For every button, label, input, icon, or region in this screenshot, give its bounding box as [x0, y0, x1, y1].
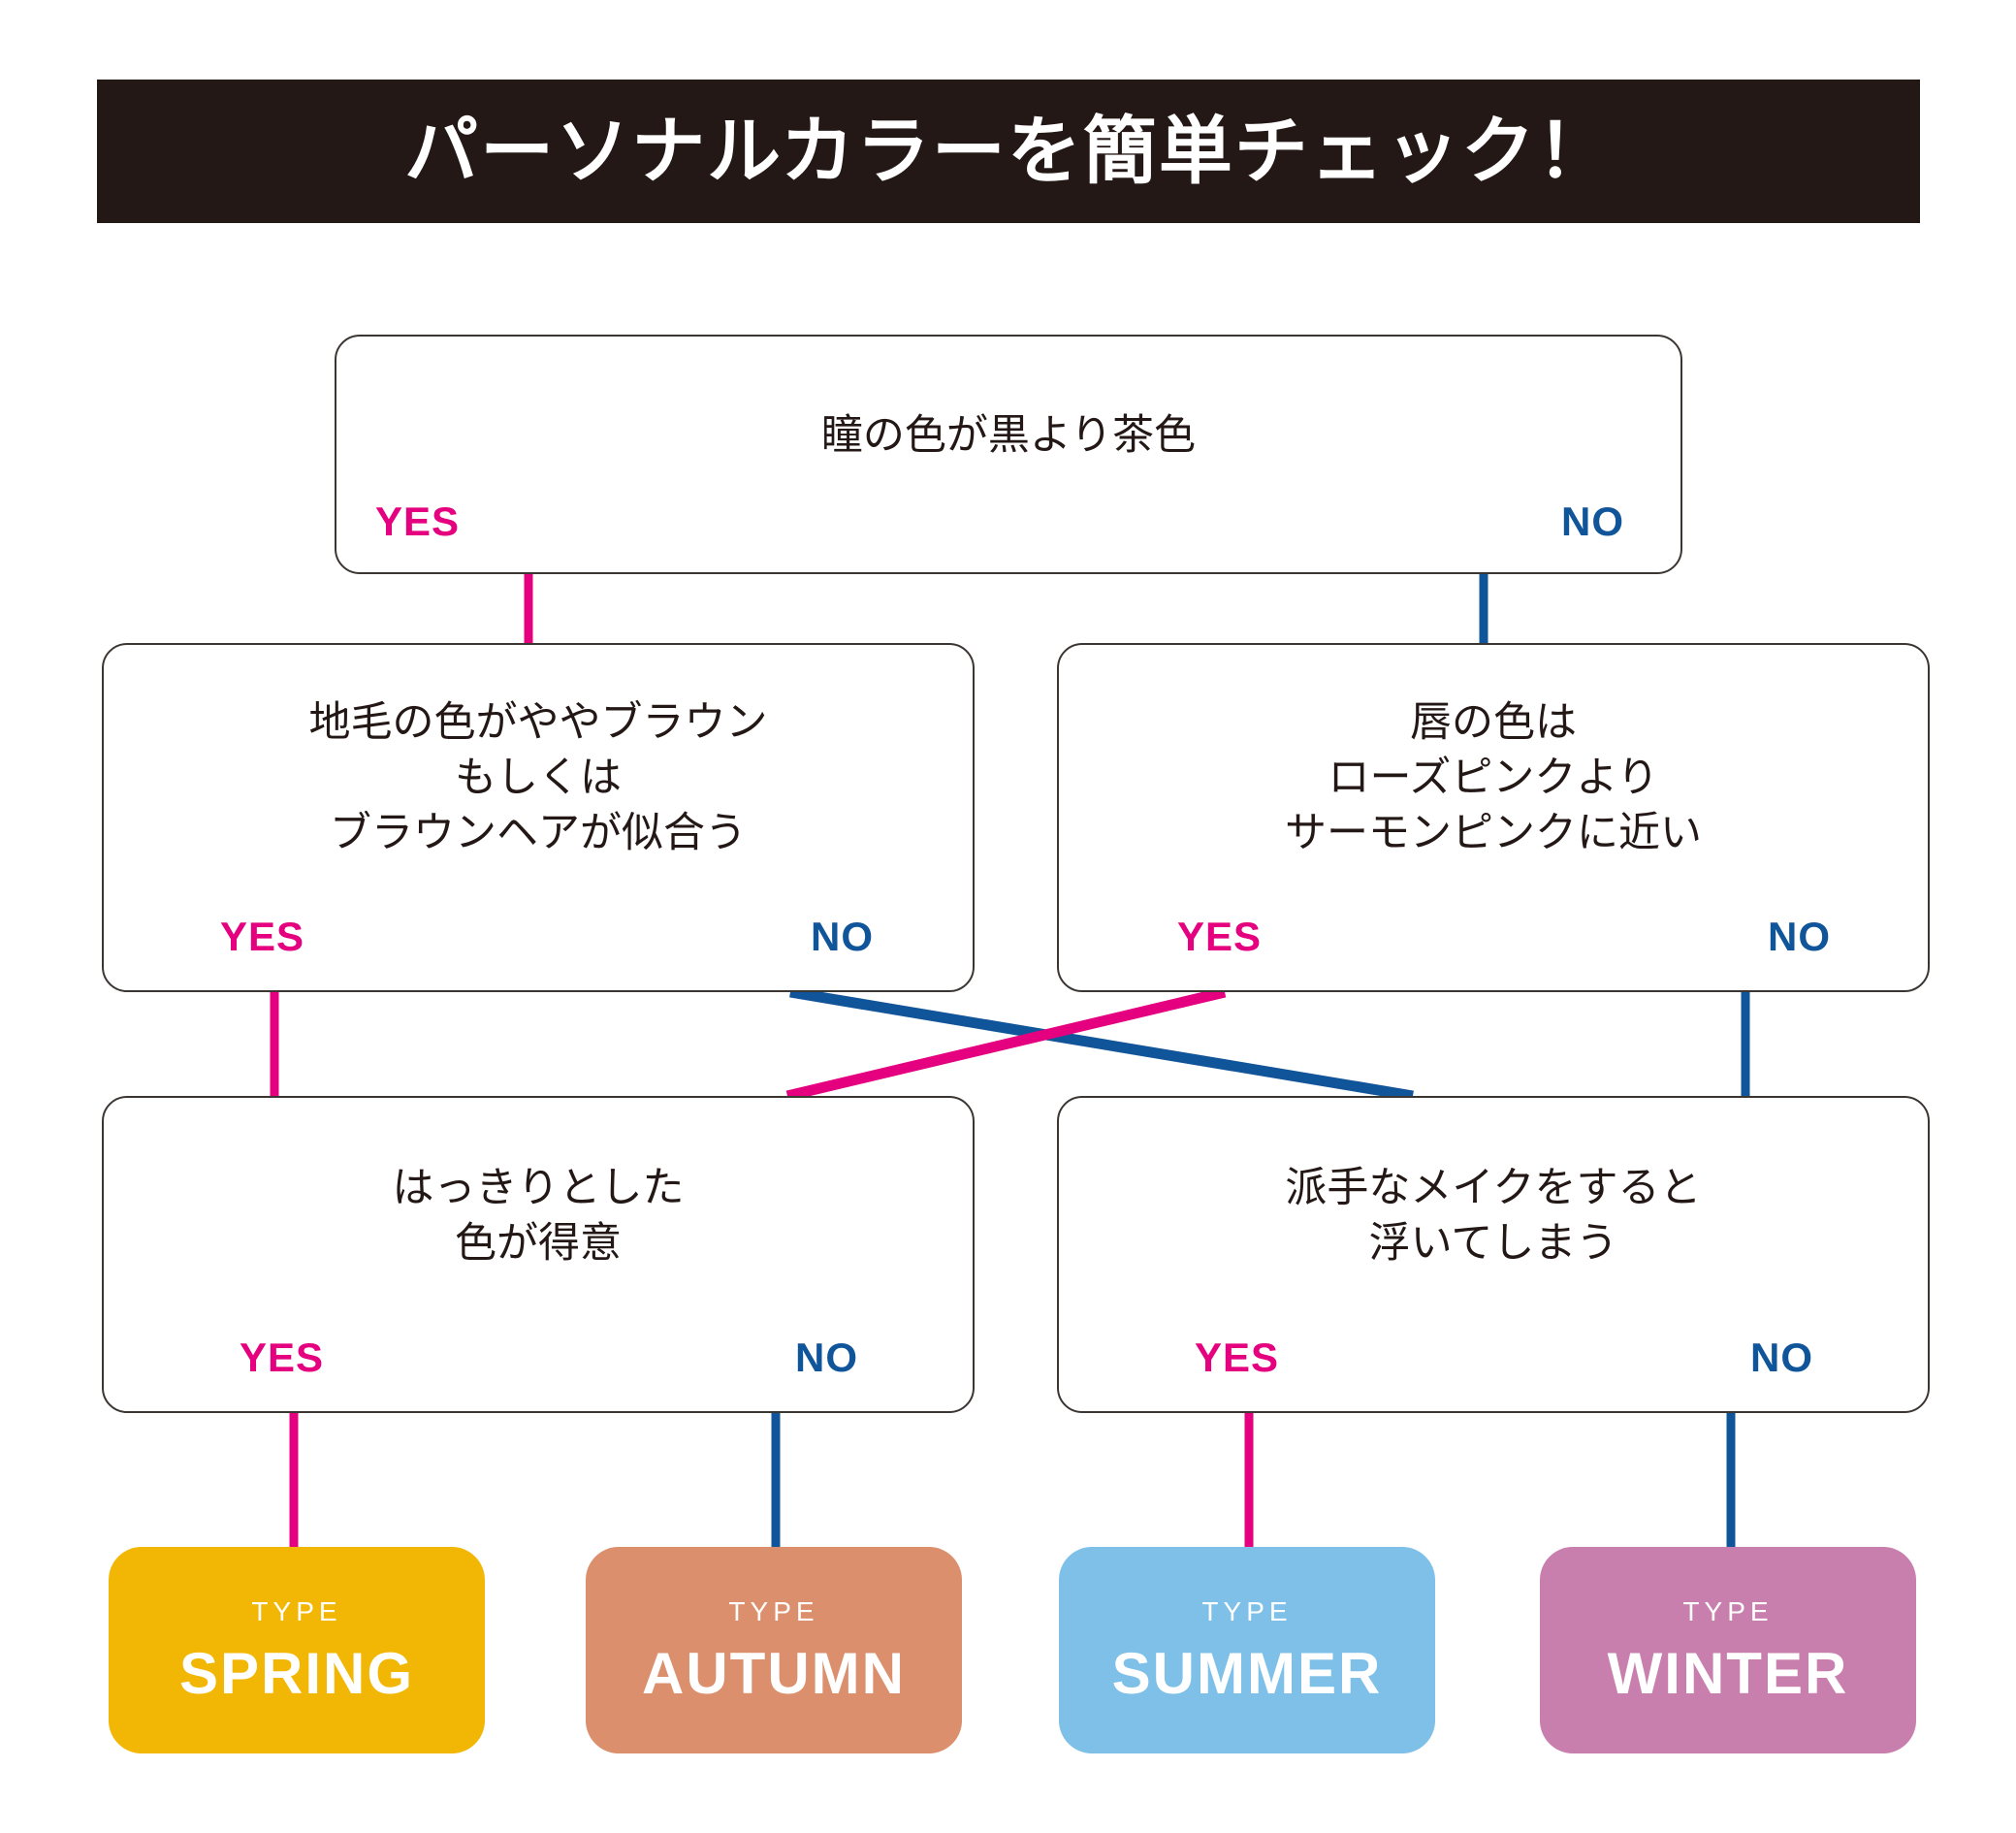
- result-name-summer: SUMMER: [1111, 1640, 1383, 1706]
- result-kicker-winter: TYPE: [1682, 1595, 1774, 1626]
- answer-label-q2-no[interactable]: NO: [811, 914, 874, 959]
- answer-label-q4-yes[interactable]: YES: [240, 1335, 325, 1380]
- answer-label-q5-yes[interactable]: YES: [1195, 1335, 1280, 1380]
- result-chip-summer[interactable]: TYPE SUMMER: [1059, 1547, 1435, 1753]
- page-title-banner: パーソナルカラーを簡単チェック！: [97, 80, 1920, 223]
- result-kicker-spring: TYPE: [251, 1595, 342, 1626]
- answer-label-q3-no[interactable]: NO: [1768, 914, 1831, 959]
- question-text-lip-color: 唇の色は ローズピンクより サーモンピンクに近い: [1285, 698, 1702, 858]
- wire-q3-yes: [785, 986, 1227, 1102]
- result-name-autumn: AUTUMN: [642, 1640, 906, 1706]
- answer-label-q1-no[interactable]: NO: [1561, 498, 1624, 544]
- question-box-bold-makeup[interactable]: 派手なメイクをすると 浮いてしまう YES NO: [1057, 1096, 1930, 1413]
- result-chip-winter[interactable]: TYPE WINTER: [1540, 1547, 1916, 1753]
- result-name-spring: SPRING: [178, 1640, 415, 1706]
- question-box-eye-color[interactable]: 瞳の色が黒より茶色 YES NO: [335, 335, 1682, 574]
- answer-label-q3-yes[interactable]: YES: [1177, 914, 1263, 959]
- answer-label-q2-yes[interactable]: YES: [220, 914, 305, 959]
- answer-label-q4-no[interactable]: NO: [795, 1335, 858, 1380]
- result-kicker-summer: TYPE: [1201, 1595, 1293, 1626]
- answer-label-q5-no[interactable]: NO: [1750, 1335, 1813, 1380]
- question-text-bold-makeup: 派手なメイクをすると 浮いてしまう: [1285, 1164, 1702, 1269]
- question-text-eye-color: 瞳の色が黒より茶色: [820, 411, 1197, 460]
- result-chip-autumn[interactable]: TYPE AUTUMN: [586, 1547, 962, 1753]
- question-text-hair-color: 地毛の色がややブラウン もしくは ブラウンヘアが似合う: [308, 698, 768, 858]
- question-text-vivid-colors: はっきりとした 色が得意: [392, 1164, 685, 1269]
- answer-label-q1-yes[interactable]: YES: [375, 498, 461, 544]
- result-name-winter: WINTER: [1607, 1640, 1849, 1706]
- question-box-hair-color[interactable]: 地毛の色がややブラウン もしくは ブラウンヘアが似合う YES NO: [102, 643, 975, 992]
- question-box-vivid-colors[interactable]: はっきりとした 色が得意 YES NO: [102, 1096, 975, 1413]
- result-kicker-autumn: TYPE: [728, 1595, 819, 1626]
- question-box-lip-color[interactable]: 唇の色は ローズピンクより サーモンピンクに近い YES NO: [1057, 643, 1930, 992]
- wire-q2-no: [789, 986, 1414, 1102]
- page-title: パーソナルカラーを簡単チェック！: [404, 108, 1613, 194]
- result-chip-spring[interactable]: TYPE SPRING: [109, 1547, 485, 1753]
